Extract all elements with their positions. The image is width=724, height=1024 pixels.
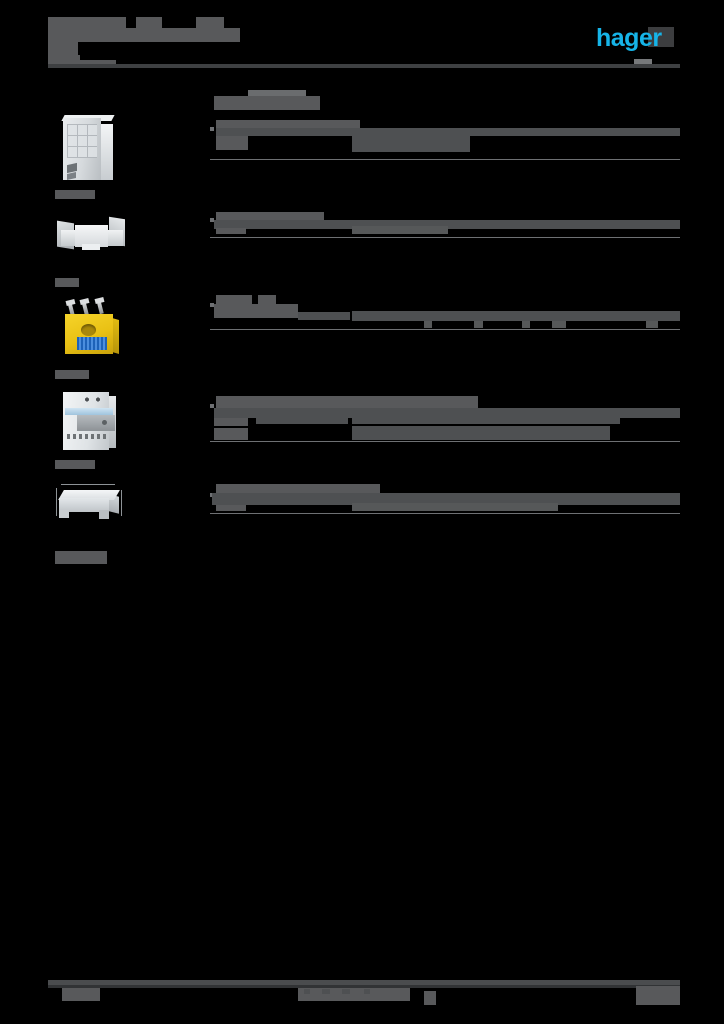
product-caption-5 <box>55 551 107 564</box>
group-2-row-code <box>216 228 246 234</box>
product-caption-3 <box>55 370 89 379</box>
group-3-row-code <box>214 304 298 318</box>
product-image-din-module <box>55 384 135 456</box>
section-heading-kicker <box>248 90 306 96</box>
footer-dot-1 <box>304 989 310 994</box>
group-4-divider <box>210 441 680 442</box>
footer-rule-shadow <box>48 985 680 988</box>
row-bullet <box>210 127 214 131</box>
footer-dot-3 <box>342 989 350 994</box>
product-image-yellow-connector <box>55 294 135 366</box>
footer-dot-2 <box>322 989 330 994</box>
group-title-4 <box>216 396 478 408</box>
group-4-row-2-value <box>352 426 610 440</box>
group-title-1 <box>216 120 360 128</box>
mounting-bracket-photo <box>55 204 135 276</box>
group-title-2 <box>216 212 324 220</box>
group-4-row-1-code <box>214 418 248 426</box>
group-3-divider <box>210 329 680 330</box>
header-title-segment-3 <box>196 17 224 28</box>
group-4-row-1-value <box>352 414 620 424</box>
group-5-rule-band <box>212 493 680 505</box>
group-3-row-description <box>298 312 350 320</box>
header-title-segment-2 <box>136 17 162 28</box>
din-rail-module-photo <box>55 384 135 456</box>
group-1-rule-band <box>216 128 680 136</box>
footer-rule <box>48 980 680 985</box>
page-footer <box>0 980 724 1024</box>
product-image-terminal-bar <box>55 474 135 546</box>
group-title-3-part-2 <box>258 295 276 304</box>
section-heading <box>214 96 320 110</box>
group-3-row-value-2 <box>474 321 483 328</box>
header-subtitle-line <box>48 28 240 42</box>
group-3-value-band <box>352 311 680 321</box>
product-image-surface-enclosure <box>55 114 135 186</box>
header-rule-marker <box>634 59 652 65</box>
product-caption-4 <box>55 460 95 469</box>
surface-mount-enclosure-photo <box>55 114 135 186</box>
group-5-divider <box>210 513 680 514</box>
group-4-row-2-code <box>214 428 248 440</box>
header-title-segment-1 <box>48 17 126 28</box>
group-3-row-value-4 <box>552 321 566 328</box>
row-bullet <box>210 303 214 307</box>
page-header: hager <box>0 0 724 80</box>
header-subtitle-line-2 <box>48 55 80 64</box>
group-title-5 <box>216 484 380 493</box>
row-bullet <box>210 404 214 408</box>
hager-brand-logo: hager <box>596 24 662 52</box>
footer-center-label <box>298 988 410 1001</box>
product-image-bracket <box>55 204 135 276</box>
row-bullet <box>210 218 214 222</box>
product-caption-1 <box>55 190 95 199</box>
terminal-bar-photo <box>55 474 135 546</box>
group-3-row-value-3 <box>522 321 530 328</box>
header-divider-rule <box>48 64 680 68</box>
group-1-row-value-1 <box>352 136 470 152</box>
group-5-row-value <box>352 503 558 511</box>
group-1-divider <box>210 159 680 160</box>
footer-center-suffix <box>424 991 436 1005</box>
group-1-row-code <box>216 136 248 150</box>
group-3-row-value-5 <box>646 321 658 328</box>
group-2-rule-band <box>214 220 680 229</box>
product-caption-2 <box>55 278 79 287</box>
group-4-rule-band <box>214 408 680 418</box>
group-4-row-1-description <box>256 416 348 424</box>
group-2-divider <box>210 237 680 238</box>
group-title-3-part-1 <box>216 295 252 304</box>
header-rule-tab <box>48 60 116 65</box>
brand-logo-shadow <box>648 27 674 47</box>
header-title-line-2 <box>48 42 78 55</box>
footer-page-number <box>636 986 680 1005</box>
content-column <box>210 0 690 1024</box>
group-5-row-code <box>216 505 246 511</box>
group-2-row-value-1 <box>352 226 448 234</box>
yellow-terminal-connector-photo <box>55 294 135 366</box>
group-3-row-value-1 <box>424 321 432 328</box>
footer-left-label <box>62 988 100 1001</box>
footer-dot-4 <box>364 989 370 994</box>
